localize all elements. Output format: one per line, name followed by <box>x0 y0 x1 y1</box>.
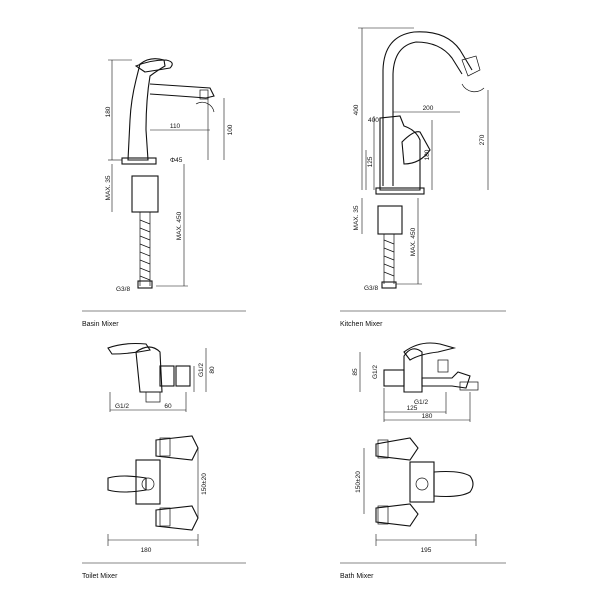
bath-top-spout <box>433 470 474 498</box>
bath-180-label: 180 <box>422 413 433 420</box>
toilet-mixer-front: G1/2 80 G1/2 60 <box>107 342 216 412</box>
toilet-front-body <box>135 346 163 393</box>
toilet-top-cap <box>141 477 155 491</box>
toilet-top-lever <box>107 475 147 493</box>
bath-top-valve-upper <box>375 437 419 461</box>
bath-top-cap <box>415 477 429 491</box>
bath-centers-label: 150±20 <box>355 471 362 493</box>
toilet-top-body <box>135 459 161 505</box>
kitchen-gooseneck-inner <box>392 41 463 186</box>
kitchen-body-label: 400 <box>368 117 379 124</box>
toilet-top-valve-lower <box>155 505 199 531</box>
bath-g12b-label: G1/2 <box>414 399 428 406</box>
basin-height-label: 180 <box>105 106 112 117</box>
kitchen-spout-height-label: 270 <box>479 134 486 145</box>
kitchen-shank <box>377 205 403 235</box>
kitchen-max35-label: MAX. 35 <box>353 205 360 230</box>
basin-max35-label: MAX. 35 <box>105 175 112 200</box>
bath-mixer-top: 150±20 195 <box>355 437 477 554</box>
bath-front-spout <box>421 371 471 389</box>
bath-caption: Bath Mixer <box>340 573 374 580</box>
kitchen-lever <box>401 131 431 165</box>
bath-front-outlet <box>459 381 479 391</box>
basin-base <box>121 157 157 165</box>
basin-lever <box>134 59 173 73</box>
kitchen-hose-nut <box>381 281 397 289</box>
toilet-height-label: 80 <box>209 366 216 374</box>
basin-aerator <box>199 89 209 100</box>
bath-front-valve <box>383 369 405 387</box>
basin-thread-label: G3/8 <box>116 286 130 293</box>
bath-front-lever <box>403 342 457 361</box>
basin-hose-nut <box>137 280 153 289</box>
toilet-caption: Toilet Mixer <box>82 573 118 580</box>
kitchen-base-label: 125 <box>367 156 374 167</box>
kitchen-mixer-drawing: 400 200 400 270 180 125 MAX. 35 MAX. 450… <box>353 27 489 292</box>
kitchen-lever-label: 180 <box>424 149 431 160</box>
toilet-front-lever <box>107 342 151 355</box>
toilet-mixer-top: 150±20 180 <box>107 435 208 554</box>
toilet-g12-label: G1/2 <box>198 363 205 377</box>
kitchen-swivel-arc <box>461 83 485 93</box>
kitchen-spray-head <box>461 55 481 77</box>
basin-spout-height-label: 100 <box>227 124 234 135</box>
toilet-ecc-label: G1/2 <box>115 403 129 410</box>
basin-base-label: Φ45 <box>170 157 183 164</box>
kitchen-base <box>375 187 425 195</box>
bath-height-label: 85 <box>352 368 359 376</box>
kitchen-max450-label: MAX. 450 <box>410 227 417 256</box>
basin-swivel-arc <box>195 101 215 113</box>
basin-caption: Basin Mixer <box>82 321 119 328</box>
kitchen-caption: Kitchen Mixer <box>340 321 383 328</box>
basin-spout <box>149 83 215 99</box>
kitchen-thread-label: G3/8 <box>364 285 378 292</box>
kitchen-gooseneck-outer <box>382 31 473 186</box>
bath-front-diverter <box>437 359 449 373</box>
basin-reach-label: 110 <box>170 123 181 130</box>
bath-mixer-front: 85 G1/2 G1/2 125 180 <box>352 342 479 422</box>
bath-width-label: 195 <box>421 547 432 554</box>
toilet-centers-label: 150±20 <box>201 473 208 495</box>
bath-top-body <box>409 461 435 503</box>
toilet-front-valve-right <box>175 365 191 387</box>
toilet-front-outlet <box>145 391 161 403</box>
toilet-width-label: 180 <box>141 547 152 554</box>
kitchen-reach-label: 200 <box>423 105 434 112</box>
bath-g12a-label: G1/2 <box>372 365 379 379</box>
toilet-reach-label: 60 <box>164 403 172 410</box>
basin-body <box>127 58 166 161</box>
basin-mixer-drawing: 180 110 100 Φ45 MAX. 35 MAX. 450 G3/8 <box>105 58 234 293</box>
bath-top-valve-lower <box>375 503 419 527</box>
kitchen-total-label: 400 <box>353 104 360 115</box>
basin-shank <box>131 175 159 213</box>
kitchen-body <box>379 115 421 191</box>
toilet-front-valve-left <box>159 365 175 387</box>
bath-125-label: 125 <box>407 405 418 412</box>
toilet-top-valve-upper <box>155 435 199 461</box>
basin-max450-label: MAX. 450 <box>176 211 183 240</box>
